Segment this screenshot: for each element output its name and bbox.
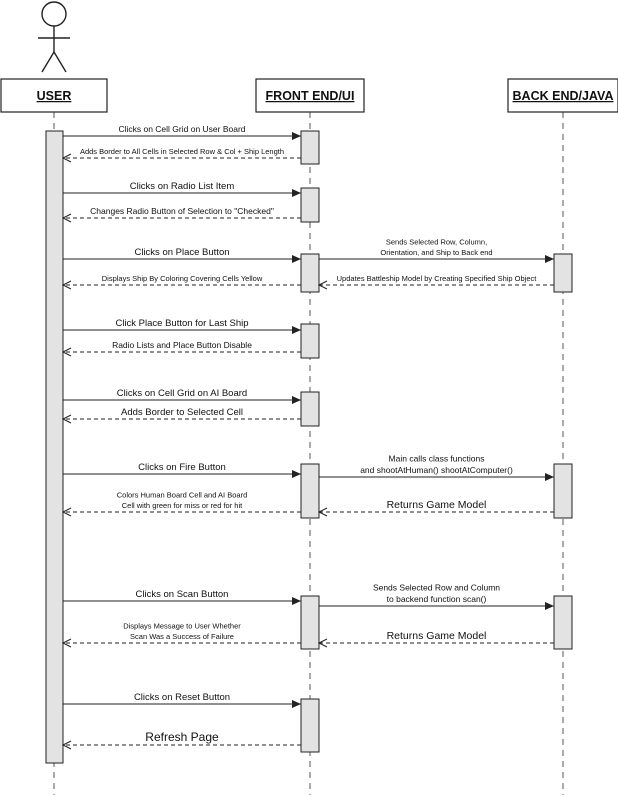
message-label: and shootAtHuman() shootAtComputer() xyxy=(360,465,513,475)
message-label: Scan Was a Success of Failure xyxy=(130,632,234,641)
message-m2: Adds Border to All Cells in Selected Row… xyxy=(61,147,301,163)
participant-user: USER xyxy=(0,78,108,113)
message-label: Clicks on Place Button xyxy=(134,247,229,258)
filled-arrowhead-icon xyxy=(292,189,301,197)
open-arrowhead-icon xyxy=(317,507,328,517)
activation-user xyxy=(45,130,64,764)
participant-java: BACK END/JAVA xyxy=(507,78,618,113)
message-label: to backend function scan() xyxy=(387,594,487,604)
open-arrowhead-icon xyxy=(61,414,72,424)
activation-ui-7 xyxy=(300,595,320,650)
participant-java-label: BACK END/JAVA xyxy=(513,89,614,103)
message-label: Orientation, and Ship to Back end xyxy=(380,248,492,257)
message-m7: Updates Battleship Model by Creating Spe… xyxy=(317,274,554,290)
message-label: Refresh Page xyxy=(145,730,219,744)
user-actor-icon xyxy=(38,1,70,73)
filled-arrowhead-icon xyxy=(292,470,301,478)
activation-ui-6 xyxy=(300,463,320,519)
filled-arrowhead-icon xyxy=(545,255,554,263)
message-label: Clicks on Reset Button xyxy=(134,692,230,703)
open-arrowhead-icon xyxy=(61,638,72,648)
message-label: Returns Game Model xyxy=(387,499,487,511)
message-label: Cell with green for miss or red for hit xyxy=(122,501,243,510)
message-label: Changes Radio Button of Selection to "Ch… xyxy=(90,206,274,216)
message-m17: Clicks on Scan Button xyxy=(63,589,301,605)
message-m3: Clicks on Radio List Item xyxy=(63,181,301,197)
activation-ui-4 xyxy=(300,323,320,359)
message-m15: Returns Game Model xyxy=(317,499,554,517)
message-label: Radio Lists and Place Button Disable xyxy=(112,340,252,350)
message-m11: Clicks on Cell Grid on AI Board xyxy=(63,388,301,404)
open-arrowhead-icon xyxy=(61,740,72,750)
activation-ui-2 xyxy=(300,187,320,223)
message-m4: Changes Radio Button of Selection to "Ch… xyxy=(61,206,301,223)
filled-arrowhead-icon xyxy=(292,132,301,140)
filled-arrowhead-icon xyxy=(292,700,301,708)
participant-ui-label: FRONT END/UI xyxy=(266,89,355,103)
message-m10: Radio Lists and Place Button Disable xyxy=(61,340,301,357)
message-label: Click Place Button for Last Ship xyxy=(115,318,248,329)
message-label: Adds Border to Selected Cell xyxy=(121,407,243,418)
message-label: Displays Ship By Coloring Covering Cells… xyxy=(102,274,263,283)
open-arrowhead-icon xyxy=(61,153,72,163)
filled-arrowhead-icon xyxy=(292,255,301,263)
open-arrowhead-icon xyxy=(61,347,72,357)
filled-arrowhead-icon xyxy=(545,473,554,481)
message-m13: Clicks on Fire Button xyxy=(63,462,301,478)
activation-ui-8 xyxy=(300,698,320,753)
message-m8: Displays Ship By Coloring Covering Cells… xyxy=(61,274,301,290)
message-label: Clicks on Cell Grid on User Board xyxy=(118,124,245,134)
participant-ui: FRONT END/UI xyxy=(255,78,365,113)
participant-user-label: USER xyxy=(37,89,72,103)
message-label: Sends Selected Row and Column xyxy=(373,583,500,593)
message-label: Returns Game Model xyxy=(387,630,487,642)
message-label: Displays Message to User Whether xyxy=(123,622,241,631)
message-label: Clicks on Cell Grid on AI Board xyxy=(117,388,247,399)
message-m12: Adds Border to Selected Cell xyxy=(61,407,301,424)
message-label: Sends Selected Row, Column, xyxy=(386,238,487,247)
open-arrowhead-icon xyxy=(317,638,328,648)
activation-ui-1 xyxy=(300,130,320,165)
filled-arrowhead-icon xyxy=(545,602,554,610)
message-label: Clicks on Fire Button xyxy=(138,462,226,473)
message-label: Main calls class functions xyxy=(389,454,485,464)
message-label: Clicks on Radio List Item xyxy=(130,181,235,192)
activation-java-1 xyxy=(553,253,573,293)
activation-java-3 xyxy=(553,595,573,650)
message-m5: Clicks on Place Button xyxy=(63,247,301,263)
message-label: Colors Human Board Cell and AI Board xyxy=(117,491,248,500)
open-arrowhead-icon xyxy=(61,280,72,290)
filled-arrowhead-icon xyxy=(292,597,301,605)
message-m16: Colors Human Board Cell and AI BoardCell… xyxy=(61,491,301,517)
activation-java-2 xyxy=(553,463,573,519)
message-label: Updates Battleship Model by Creating Spe… xyxy=(337,274,538,283)
open-arrowhead-icon xyxy=(61,507,72,517)
activation-ui-5 xyxy=(300,391,320,427)
message-m9: Click Place Button for Last Ship xyxy=(63,318,301,334)
message-m21: Clicks on Reset Button xyxy=(63,692,301,708)
message-m19: Returns Game Model xyxy=(317,630,554,648)
activation-ui-3 xyxy=(300,253,320,293)
message-label: Clicks on Scan Button xyxy=(136,589,229,600)
open-arrowhead-icon xyxy=(61,213,72,223)
filled-arrowhead-icon xyxy=(292,326,301,334)
message-m22: Refresh Page xyxy=(61,730,301,750)
message-m1: Clicks on Cell Grid on User Board xyxy=(63,124,301,140)
open-arrowhead-icon xyxy=(317,280,328,290)
message-label: Adds Border to All Cells in Selected Row… xyxy=(80,147,284,156)
message-m6: Sends Selected Row, Column,Orientation, … xyxy=(319,238,554,263)
filled-arrowhead-icon xyxy=(292,396,301,404)
